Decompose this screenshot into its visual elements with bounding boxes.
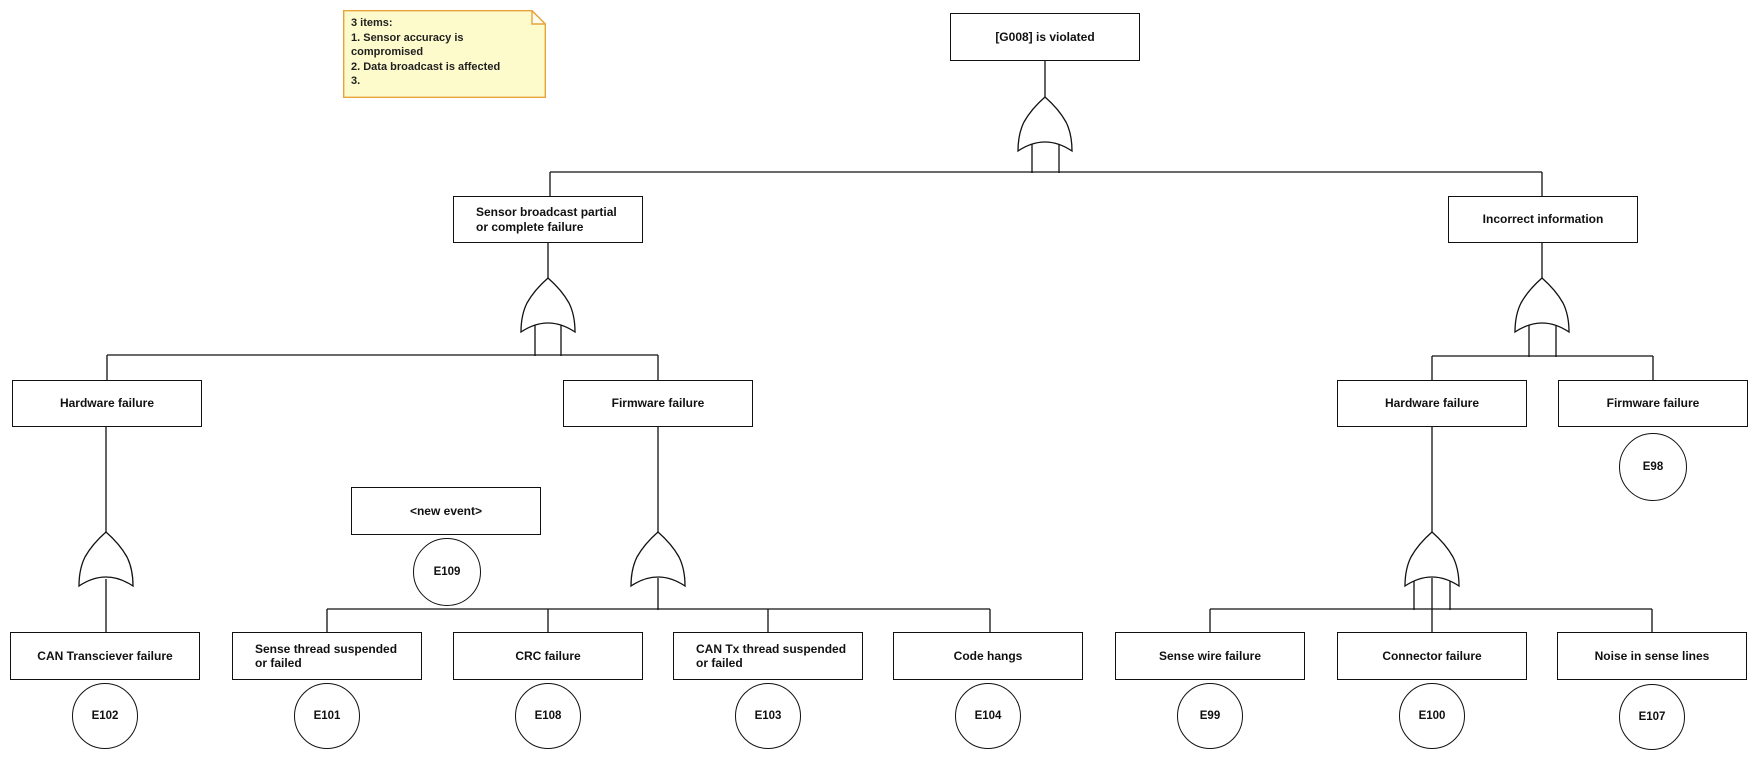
event-box-g008[interactable]: [G008] is violated [950,13,1140,61]
event-box-hardware-failure-left[interactable]: Hardware failure [12,380,202,427]
event-box-label: Connector failure [1382,648,1482,663]
event-box-label: CAN Transciever failure [37,648,173,663]
or-gate-hardware-left[interactable] [78,531,134,588]
event-box-label: [G008] is violated [995,29,1095,44]
basic-event-circle-e109[interactable]: E109 [413,538,481,606]
event-box-code-hangs[interactable]: Code hangs [893,632,1083,680]
event-box-label: Sense wire failure [1158,648,1262,663]
basic-event-circle-e108[interactable]: E108 [515,683,581,749]
folded-corner-icon [531,10,546,25]
basic-event-label: E99 [1199,710,1221,722]
basic-event-circle-e100[interactable]: E100 [1399,683,1465,749]
event-box-label: Hardware failure [59,396,155,411]
event-box-label: Code hangs [953,648,1023,663]
sticky-note-item: 2. Data broadcast is affected [351,60,501,73]
basic-event-circle-e107[interactable]: E107 [1619,684,1685,750]
event-box-label: Incorrect information [1482,212,1604,227]
basic-event-label: E103 [754,710,782,722]
basic-event-label: E109 [433,566,461,578]
basic-event-label: E102 [91,710,119,722]
event-box-sensor-broadcast[interactable]: Sensor broadcast partial or complete fai… [453,196,643,243]
or-gate-incorrect-info[interactable] [1514,277,1570,334]
event-box-hardware-failure-right[interactable]: Hardware failure [1337,380,1527,427]
sticky-note[interactable]: 3 items: 1. Sensor accuracy is compromis… [343,10,546,98]
event-box-sense-wire-failure[interactable]: Sense wire failure [1115,632,1305,680]
event-box-sense-thread[interactable]: Sense thread suspended or failed [232,632,422,680]
basic-event-circle-e99[interactable]: E99 [1177,683,1243,749]
connector-lines [105,61,1654,633]
basic-event-label: E107 [1638,711,1666,723]
event-box-label: <new event> [409,503,483,518]
basic-event-circle-e98[interactable]: E98 [1619,433,1687,501]
event-box-new-event[interactable]: <new event> [351,487,541,535]
sticky-note-item: 3. [351,75,361,87]
event-box-label: Sense thread suspended or failed [255,641,398,671]
event-box-label: Sensor broadcast partial or complete fai… [476,205,617,234]
event-box-label: CAN Tx thread suspended or failed [696,641,847,671]
basic-event-label: E98 [1642,461,1664,473]
basic-event-circle-e103[interactable]: E103 [735,683,801,749]
basic-event-circle-e102[interactable]: E102 [72,683,138,749]
or-gate-root[interactable] [1017,96,1073,153]
event-box-firmware-failure-right[interactable]: Firmware failure [1558,380,1748,427]
event-box-label: Hardware failure [1384,396,1480,411]
sticky-note-shape [343,10,546,98]
event-box-label: Firmware failure [611,396,705,411]
sticky-note-item: 1. Sensor accuracy is compromised [351,31,464,59]
sticky-note-text: 3 items: 1. Sensor accuracy is compromis… [351,16,530,89]
basic-event-label: E108 [534,710,562,722]
basic-event-label: E100 [1418,710,1446,722]
event-box-connector-failure[interactable]: Connector failure [1337,632,1527,680]
event-box-firmware-failure-left[interactable]: Firmware failure [563,380,753,427]
event-box-label: Noise in sense lines [1594,648,1710,663]
event-box-can-tx-thread[interactable]: CAN Tx thread suspended or failed [673,632,863,680]
event-box-crc-failure[interactable]: CRC failure [453,632,643,680]
basic-event-label: E104 [974,710,1002,722]
or-gate-sensor-broadcast[interactable] [520,277,576,334]
or-gate-firmware-left[interactable] [630,531,686,588]
or-gate-hardware-right[interactable] [1404,531,1460,588]
event-box-can-transceiver-failure[interactable]: CAN Transciever failure [10,632,200,680]
basic-event-circle-e101[interactable]: E101 [294,683,360,749]
event-box-noise-sense-lines[interactable]: Noise in sense lines [1557,632,1747,680]
sticky-note-header: 3 items: [351,17,393,29]
event-box-label: Firmware failure [1606,396,1700,411]
event-box-incorrect-information[interactable]: Incorrect information [1448,196,1638,243]
basic-event-circle-e104[interactable]: E104 [955,683,1021,749]
event-box-label: CRC failure [515,648,581,663]
basic-event-label: E101 [313,710,341,722]
